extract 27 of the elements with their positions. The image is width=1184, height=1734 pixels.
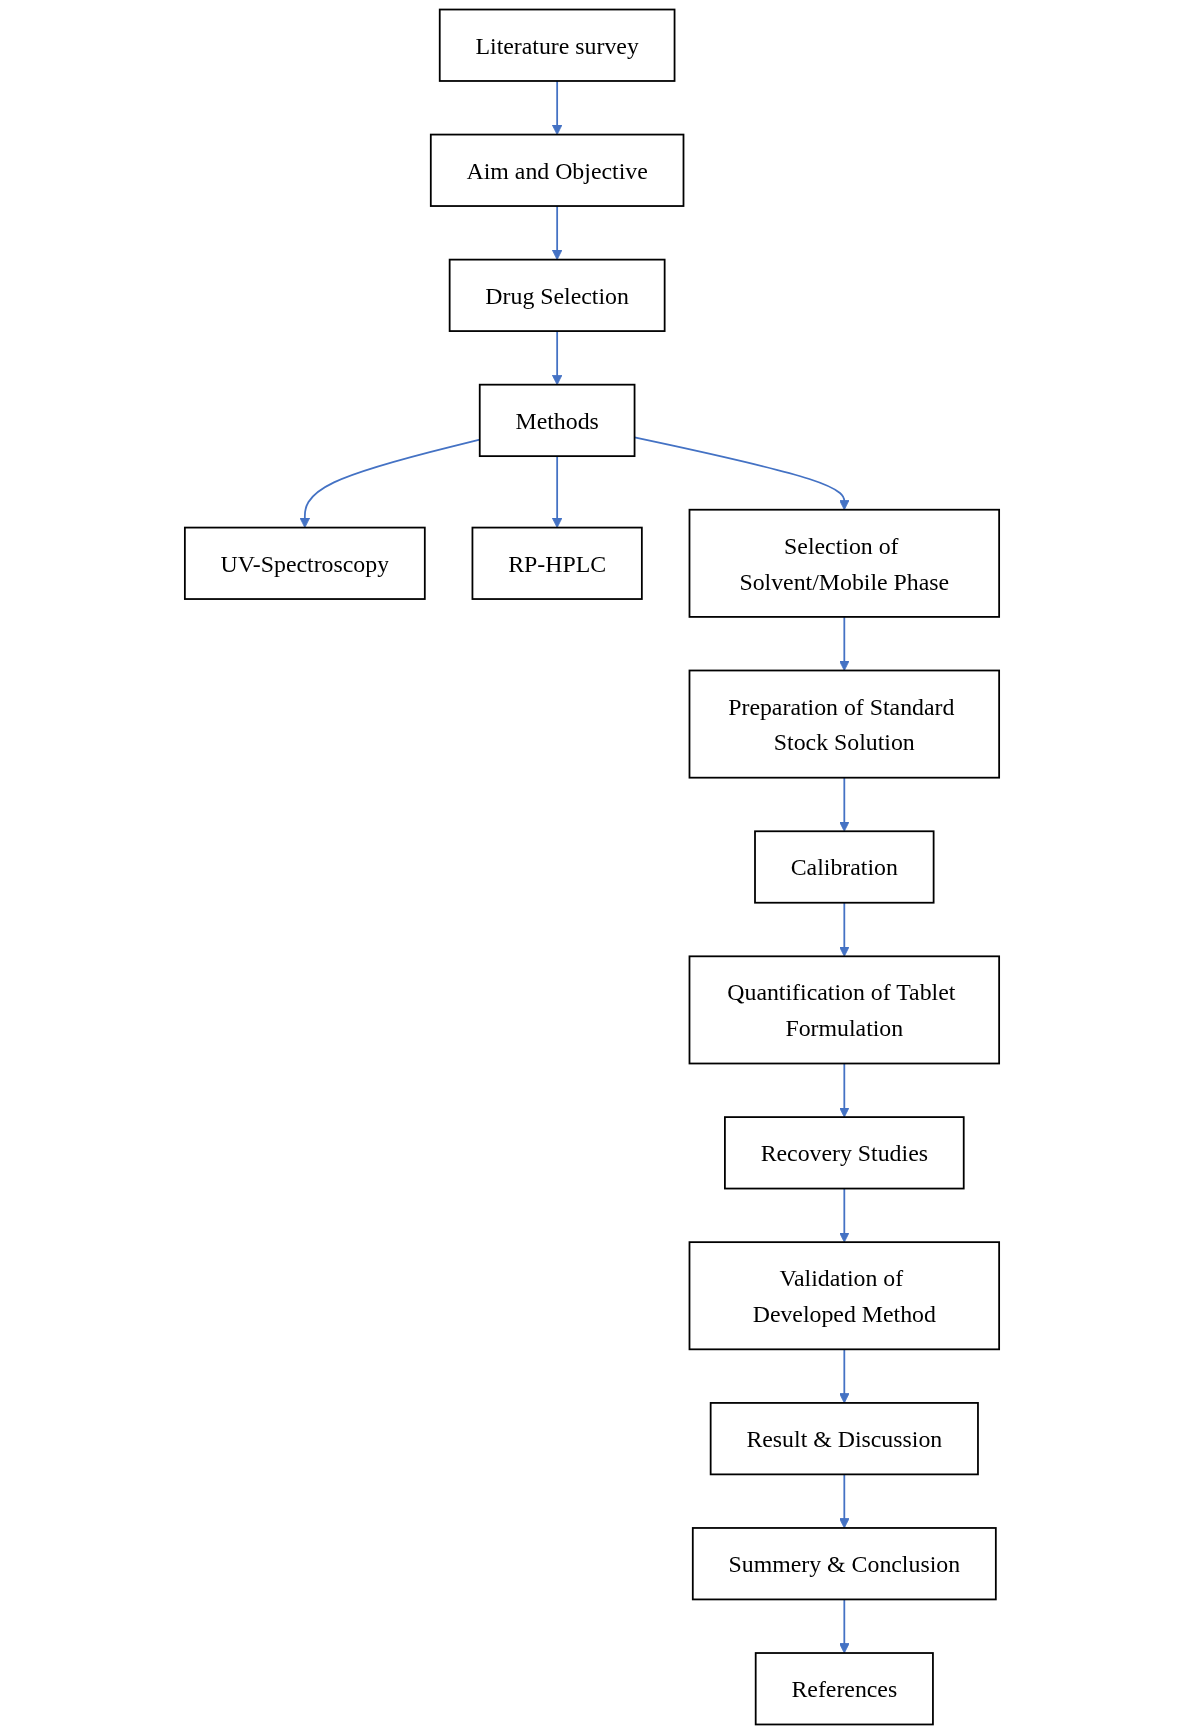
node-box: Result & Discussion [709,1402,979,1476]
arrow [839,901,850,957]
node-box: Validation of Developed Method [688,1241,1001,1351]
arrow [551,205,563,261]
node-box: Calibration [754,830,935,904]
node-box: Recovery Studies [724,1116,965,1190]
arrow [839,1062,850,1118]
arrow [839,1187,850,1243]
arrow [839,1473,850,1529]
node-box: Aim and Objective [429,133,685,207]
arrow [839,1598,850,1654]
node-box: Drug Selection [448,258,666,332]
arrow [551,455,563,529]
arrow [839,1348,850,1404]
node-box: Quantification of Tablet Formulation [688,955,1001,1065]
node-box: RP-HPLC [471,526,643,600]
arrow [551,330,563,386]
node-box: UV-Spectroscopy [183,526,426,600]
node-box: References [754,1652,934,1726]
node-box: Summery & Conclusion [691,1527,997,1601]
arrow [551,80,563,136]
node-box: Preparation of Standard Stock Solution [688,669,1001,779]
node-box: Methods [478,383,636,458]
arrow [839,616,850,671]
arrow [839,776,850,832]
node-box: Selection of Solvent/Mobile Phase [688,508,1001,618]
node-box: Literature survey [438,8,676,82]
